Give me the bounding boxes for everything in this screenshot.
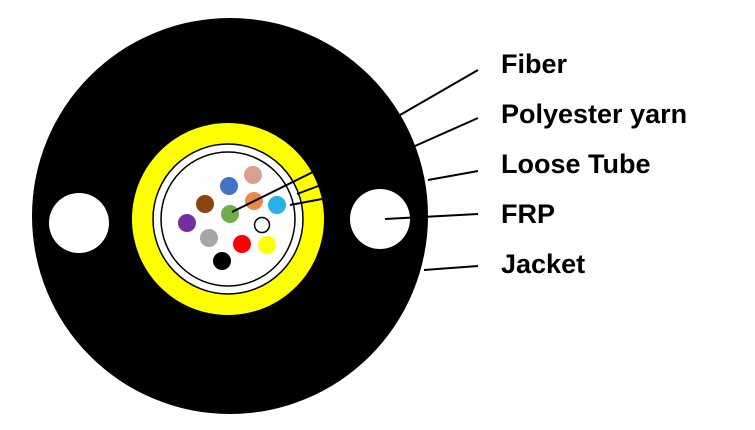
fiber-8: [253, 216, 271, 234]
leader-line-frp: [384, 213, 479, 220]
inner-pointer-yarn: [296, 184, 322, 195]
fiber-bundle: [178, 166, 286, 270]
inner-pointer-fiber: [231, 171, 314, 213]
label-jacket: Jacket: [501, 249, 586, 279]
fiber-2: [244, 166, 262, 184]
fiber-9: [200, 229, 218, 247]
fiber-3: [196, 195, 214, 213]
label-fiber: Fiber: [501, 49, 568, 79]
fiber-5: [268, 196, 286, 214]
label-frp: FRP: [501, 199, 555, 229]
fiber-11: [258, 236, 276, 254]
frp-left: [49, 193, 109, 253]
leader-line-polyester-yarn: [414, 117, 479, 147]
fiber-6: [178, 214, 196, 232]
inner-pointer-tube: [289, 198, 323, 206]
label-loose-tube: Loose Tube: [501, 149, 651, 179]
fiber-1: [220, 177, 238, 195]
label-polyester-yarn: Polyester yarn: [501, 99, 688, 129]
leader-lines: [231, 69, 479, 271]
fiber-7: [221, 205, 239, 223]
fiber-12: [213, 252, 231, 270]
leader-line-loose-tube: [427, 170, 479, 181]
leader-line-fiber: [399, 69, 479, 116]
leader-line-jacket: [423, 265, 479, 271]
frp-right: [350, 189, 410, 249]
fiber-10: [233, 235, 251, 253]
